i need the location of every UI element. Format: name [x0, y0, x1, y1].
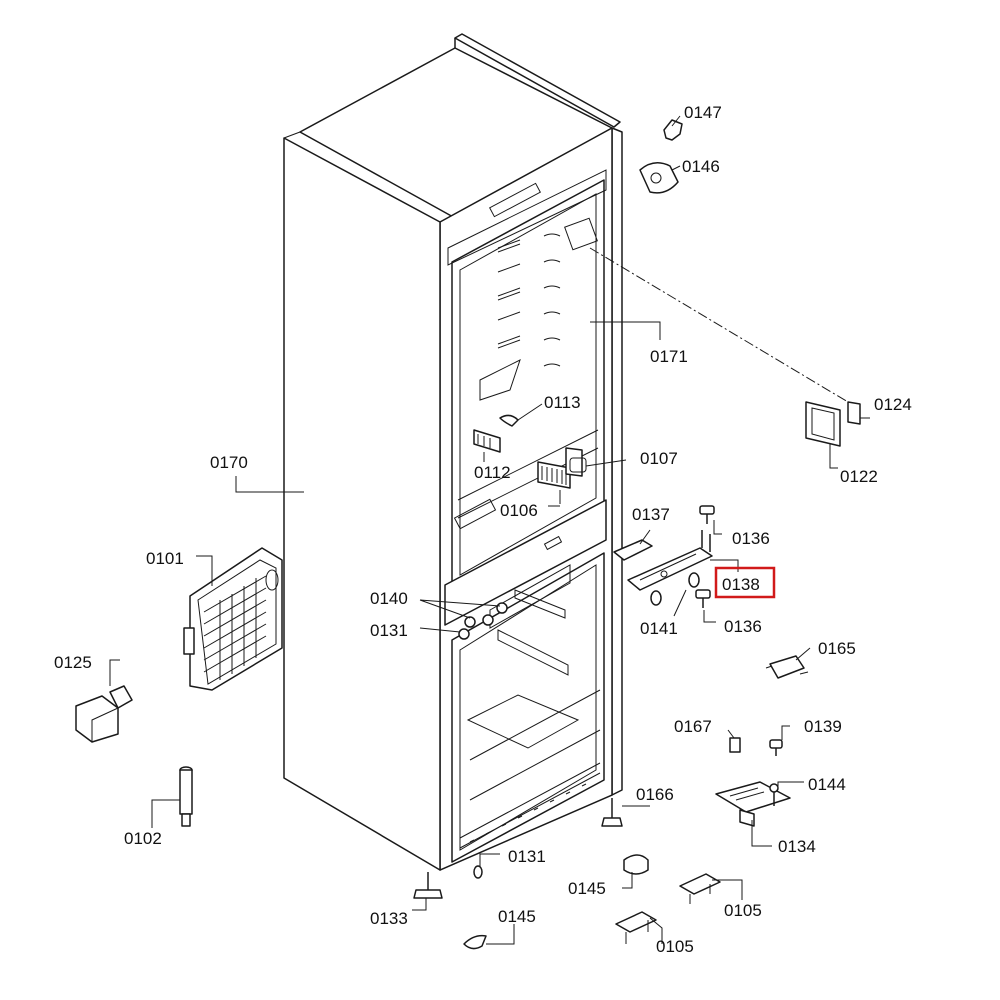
part-0136-screw-lower — [695, 589, 716, 623]
part-0113-lamp — [499, 403, 543, 427]
label-0105-lower: 0105 — [656, 937, 694, 956]
callout-labels: 0147 0146 0171 0124 0122 0113 0107 0112 … — [54, 103, 912, 956]
part-0146-hinge-cover — [639, 162, 681, 194]
part-0112-control — [473, 429, 501, 462]
label-0139: 0139 — [804, 717, 842, 736]
part-0131-plug-upper — [419, 627, 470, 640]
part-0166-foot — [601, 798, 650, 827]
label-0134: 0134 — [778, 837, 816, 856]
label-0145-lower: 0145 — [498, 907, 536, 926]
label-0107: 0107 — [640, 449, 678, 468]
label-0170: 0170 — [210, 453, 248, 472]
label-0136-upper: 0136 — [732, 529, 770, 548]
part-0107-bulb-cover — [565, 447, 627, 477]
label-0145-upper: 0145 — [568, 879, 606, 898]
label-0102: 0102 — [124, 829, 162, 848]
label-0140: 0140 — [370, 589, 408, 608]
leader-0170 — [235, 476, 304, 493]
part-0101-door-panel — [183, 547, 283, 691]
part-0137-bracket — [613, 529, 653, 561]
label-0166: 0166 — [636, 785, 674, 804]
part-0145-foot-upper — [622, 854, 649, 889]
part-0141-washer — [650, 572, 700, 617]
part-0106-light-grille — [537, 461, 571, 504]
label-0144: 0144 — [808, 775, 846, 794]
part-0131-plug-lower — [473, 853, 500, 879]
part-0136-screw-upper — [699, 505, 722, 535]
part-0147-hinge-clip — [663, 115, 683, 141]
part-0105-bracket-upper — [679, 873, 743, 904]
label-0105-upper: 0105 — [724, 901, 762, 920]
label-0137: 0137 — [632, 505, 670, 524]
label-0131-lower: 0131 — [508, 847, 546, 866]
label-0124: 0124 — [874, 395, 912, 414]
part-0140-door-stops — [419, 599, 508, 628]
part-0144-pin — [769, 781, 804, 806]
label-0106: 0106 — [500, 501, 538, 520]
label-0167: 0167 — [674, 717, 712, 736]
part-0133-foot — [412, 872, 443, 911]
label-0113: 0113 — [544, 393, 581, 412]
label-0112: 0112 — [474, 463, 511, 482]
shelf-supports — [497, 233, 561, 367]
label-0138: 0138 — [722, 575, 760, 594]
highlight-box-0138 — [714, 566, 776, 599]
part-0145-foot-lower — [463, 924, 515, 950]
part-0124-light-clip — [847, 401, 870, 425]
label-0133: 0133 — [370, 909, 408, 928]
label-0171: 0171 — [650, 347, 688, 366]
leader-0171 — [590, 321, 661, 340]
label-0125: 0125 — [54, 653, 92, 672]
label-0136-lower: 0136 — [724, 617, 762, 636]
label-0122: 0122 — [840, 467, 878, 486]
part-0138-upper-hinge — [627, 530, 739, 591]
part-0105-bracket-lower — [615, 911, 663, 944]
part-0125-thermostat — [75, 659, 133, 743]
label-0165: 0165 — [818, 639, 856, 658]
part-0122-light-cover — [805, 401, 841, 469]
part-0102-pin — [151, 766, 193, 828]
part-0139-screw — [769, 725, 790, 756]
label-0147: 0147 — [684, 103, 722, 122]
label-0131-upper: 0131 — [370, 621, 408, 640]
label-0101: 0101 — [146, 549, 184, 568]
part-0167-clip — [727, 729, 741, 753]
assembly-line-0124 — [589, 247, 849, 403]
part-0165-sensor — [765, 647, 811, 679]
label-0141: 0141 — [640, 619, 678, 638]
label-0146: 0146 — [682, 157, 720, 176]
